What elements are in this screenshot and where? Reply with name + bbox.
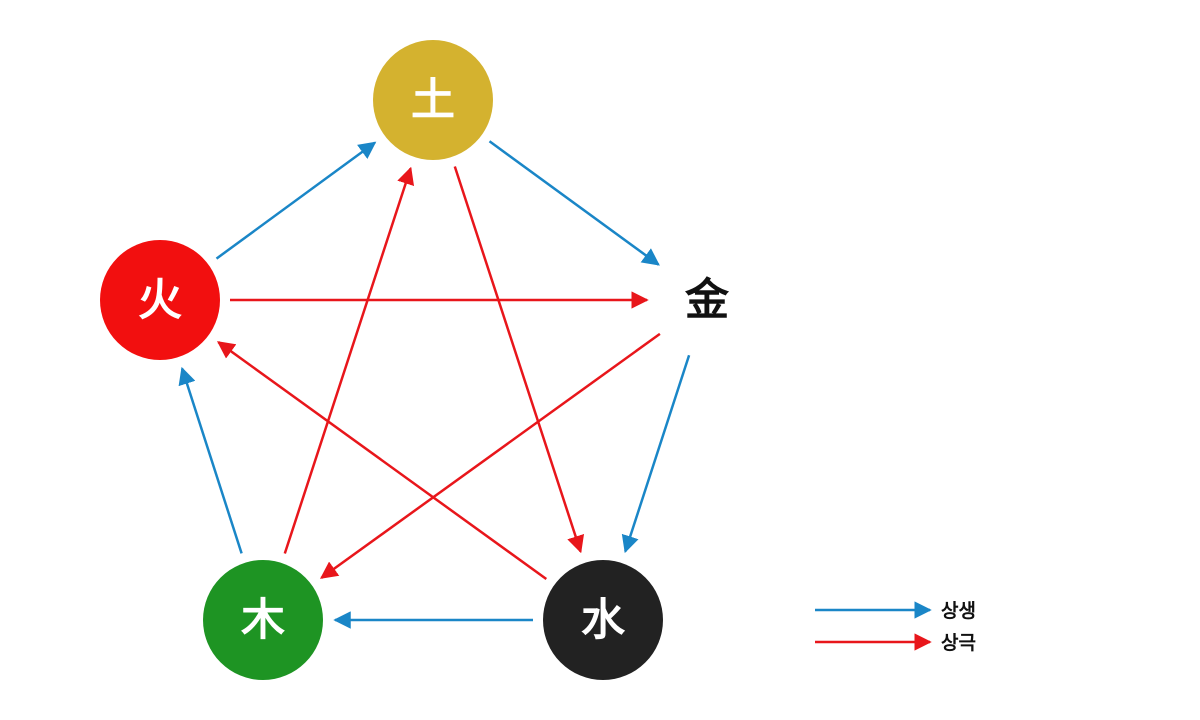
overcoming-arrow-water-to-fire xyxy=(216,341,548,581)
wood-circle xyxy=(203,560,323,680)
legend: 상생 상극 xyxy=(815,600,976,654)
metal-node: 金 xyxy=(684,275,730,326)
earth-label: 土 xyxy=(411,75,455,126)
legend-generating-label: 상생 xyxy=(941,600,976,622)
generating-arrow-earth-to-metal xyxy=(488,140,660,266)
legend-overcoming-label: 상극 xyxy=(941,632,976,654)
earth-circle xyxy=(373,40,493,160)
fire-node: 火 xyxy=(100,240,220,360)
generating-arrow-wood-to-fire xyxy=(178,366,243,554)
overcoming-arrow-earth-to-water xyxy=(453,166,585,554)
metal-label: 金 xyxy=(684,275,730,326)
relationship-arrows xyxy=(178,140,691,629)
generating-arrow-fire-to-earth xyxy=(215,141,377,260)
wood-label: 木 xyxy=(241,595,285,646)
water-node: 水 xyxy=(543,560,663,680)
overcoming-arrow-metal-to-wood xyxy=(319,332,661,579)
fire-label: 火 xyxy=(138,275,182,326)
water-circle xyxy=(543,560,663,680)
element-nodes: 土 火 金 木 水 xyxy=(100,40,730,680)
generating-arrow-metal-to-water xyxy=(621,354,691,554)
overcoming-arrow-wood-to-earth xyxy=(283,166,415,554)
water-label: 水 xyxy=(581,595,626,646)
fire-circle xyxy=(100,240,220,360)
earth-node: 土 xyxy=(373,40,493,160)
wood-node: 木 xyxy=(203,560,323,680)
